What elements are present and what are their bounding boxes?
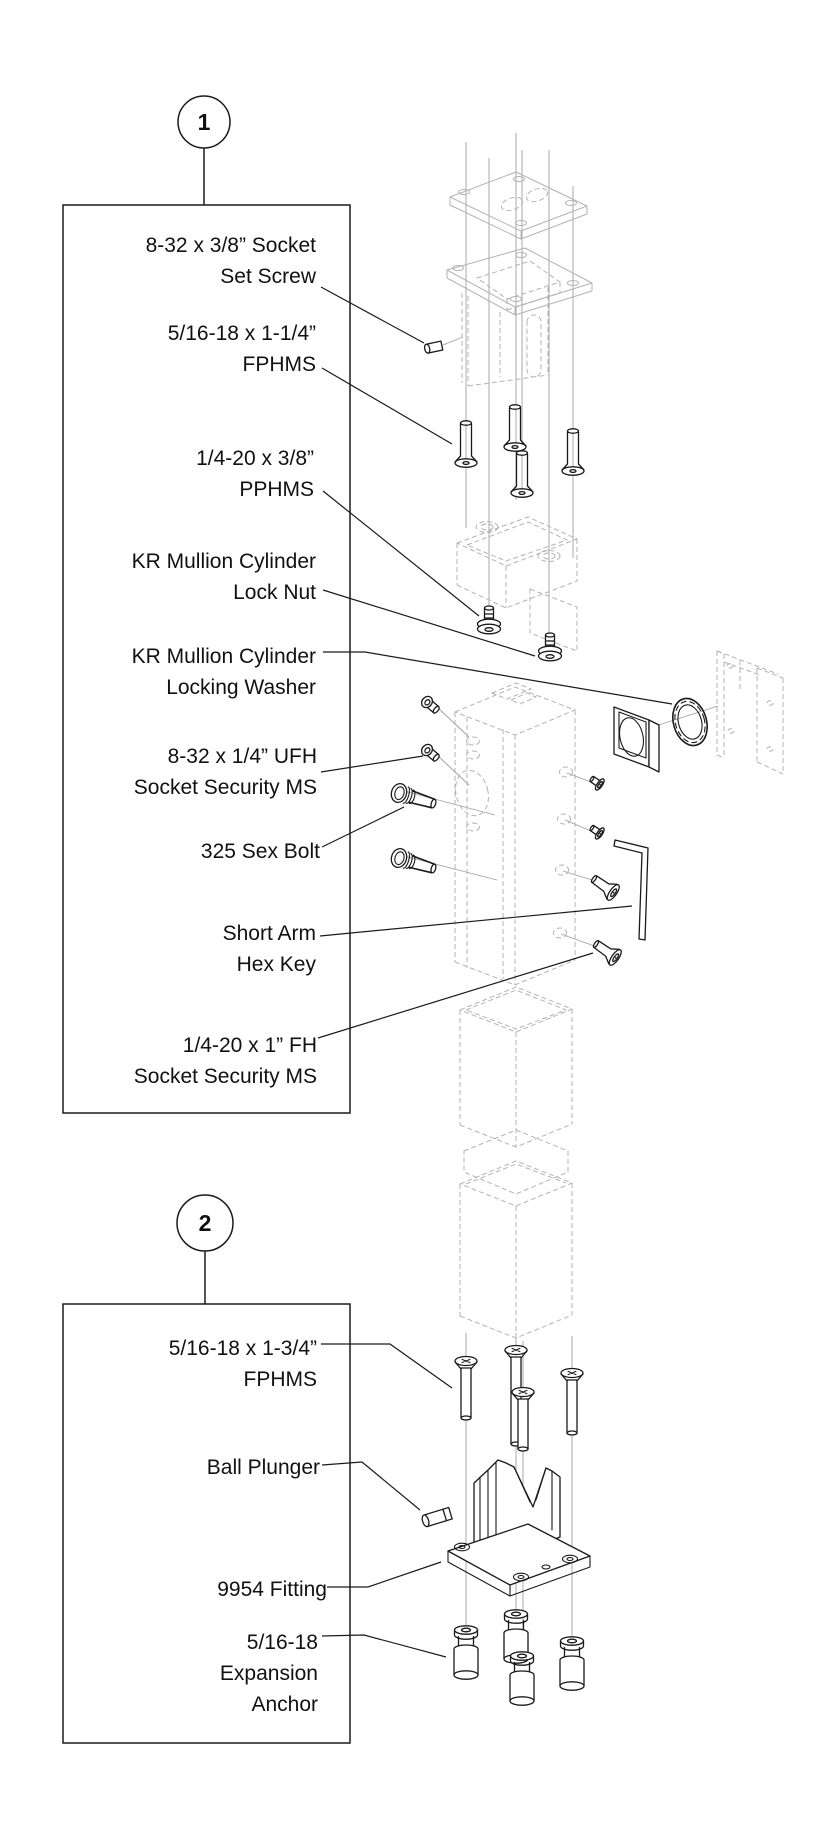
leader-9954-fitting bbox=[327, 1561, 442, 1588]
tube-splice bbox=[463, 1129, 569, 1195]
socket-set-screw bbox=[423, 340, 444, 354]
leader-ball-plunger bbox=[321, 1461, 421, 1511]
label-ball-plunger: Ball Plunger bbox=[206, 1456, 320, 1479]
mullion-tube-upper bbox=[459, 986, 573, 1148]
leader-pphms bbox=[322, 490, 480, 617]
hex-key bbox=[613, 839, 649, 941]
mullion-tube-lower bbox=[459, 1160, 573, 1339]
label-expansion-anchor: 5/16-18 Expansion Anchor bbox=[219, 1631, 318, 1716]
leader-lock-nut bbox=[322, 589, 536, 657]
label-sex-bolt: 325 Sex Bolt bbox=[200, 840, 320, 863]
fitting-9954 bbox=[447, 1459, 591, 1597]
leader-locking-washer bbox=[323, 651, 673, 705]
ceiling-plate bbox=[449, 171, 588, 240]
label-kr-locking-washer: KR Mullion Cylinder Locking Washer bbox=[131, 645, 316, 699]
expansion-anchors bbox=[453, 1609, 585, 1706]
ball-plunger bbox=[421, 1506, 453, 1528]
leader-sex-bolt bbox=[321, 806, 405, 848]
callout-box-1: 1 bbox=[62, 95, 351, 1114]
pphms-screw bbox=[476, 605, 502, 635]
mullion-body bbox=[454, 682, 576, 986]
balloon-number-2: 2 bbox=[199, 1210, 212, 1236]
top-fitting bbox=[446, 247, 593, 387]
label-kr-lock-nut: KR Mullion Cylinder Lock Nut bbox=[131, 550, 316, 604]
fh-security-screws-side bbox=[586, 869, 625, 968]
leader-fh-security-ms bbox=[317, 952, 594, 1039]
centerlines bbox=[403, 133, 719, 1654]
kr-locking-washer bbox=[672, 697, 708, 747]
fphms-screws-top bbox=[454, 404, 585, 498]
leader-fphms-1-1-4 bbox=[321, 367, 453, 445]
cylinder-retainer bbox=[613, 706, 660, 773]
fphms-long-screws bbox=[454, 1344, 584, 1452]
label-short-arm-hex-key: Short Arm Hex Key bbox=[222, 922, 316, 976]
sex-bolts bbox=[388, 780, 440, 880]
leader-fphms-1-3-4 bbox=[321, 1343, 453, 1389]
label-fphms-1-3-4: 5/16-18 x 1-3/4” FPHMS bbox=[168, 1337, 317, 1391]
leader-lines bbox=[317, 286, 673, 1658]
balloon-number-1: 1 bbox=[198, 109, 211, 135]
label-ufh-security-ms: 8-32 x 1/4” UFH Socket Security MS bbox=[133, 745, 317, 799]
leader-set-screw bbox=[320, 286, 425, 344]
security-ms-screws-side bbox=[586, 772, 607, 841]
mullion-top-fitting bbox=[456, 516, 578, 652]
label-socket-set-screw: 8-32 x 3/8” Socket Set Screw bbox=[145, 234, 316, 288]
ufh-security-screws bbox=[418, 693, 443, 765]
leader-hex-key bbox=[319, 905, 633, 937]
label-pphms: 1/4-20 x 3/8” PPHMS bbox=[196, 447, 314, 501]
label-fh-security-ms: 1/4-20 x 1” FH Socket Security MS bbox=[133, 1034, 317, 1088]
leader-ufh-security-ms bbox=[320, 755, 424, 773]
leader-expansion-anchor bbox=[321, 1634, 447, 1658]
strike-bracket bbox=[716, 650, 784, 775]
label-9954-fitting: 9954 Fitting bbox=[217, 1578, 327, 1601]
callout-box-2: 2 bbox=[62, 1194, 351, 1744]
label-fphms-1-1-4: 5/16-18 x 1-1/4” FPHMS bbox=[167, 322, 316, 376]
